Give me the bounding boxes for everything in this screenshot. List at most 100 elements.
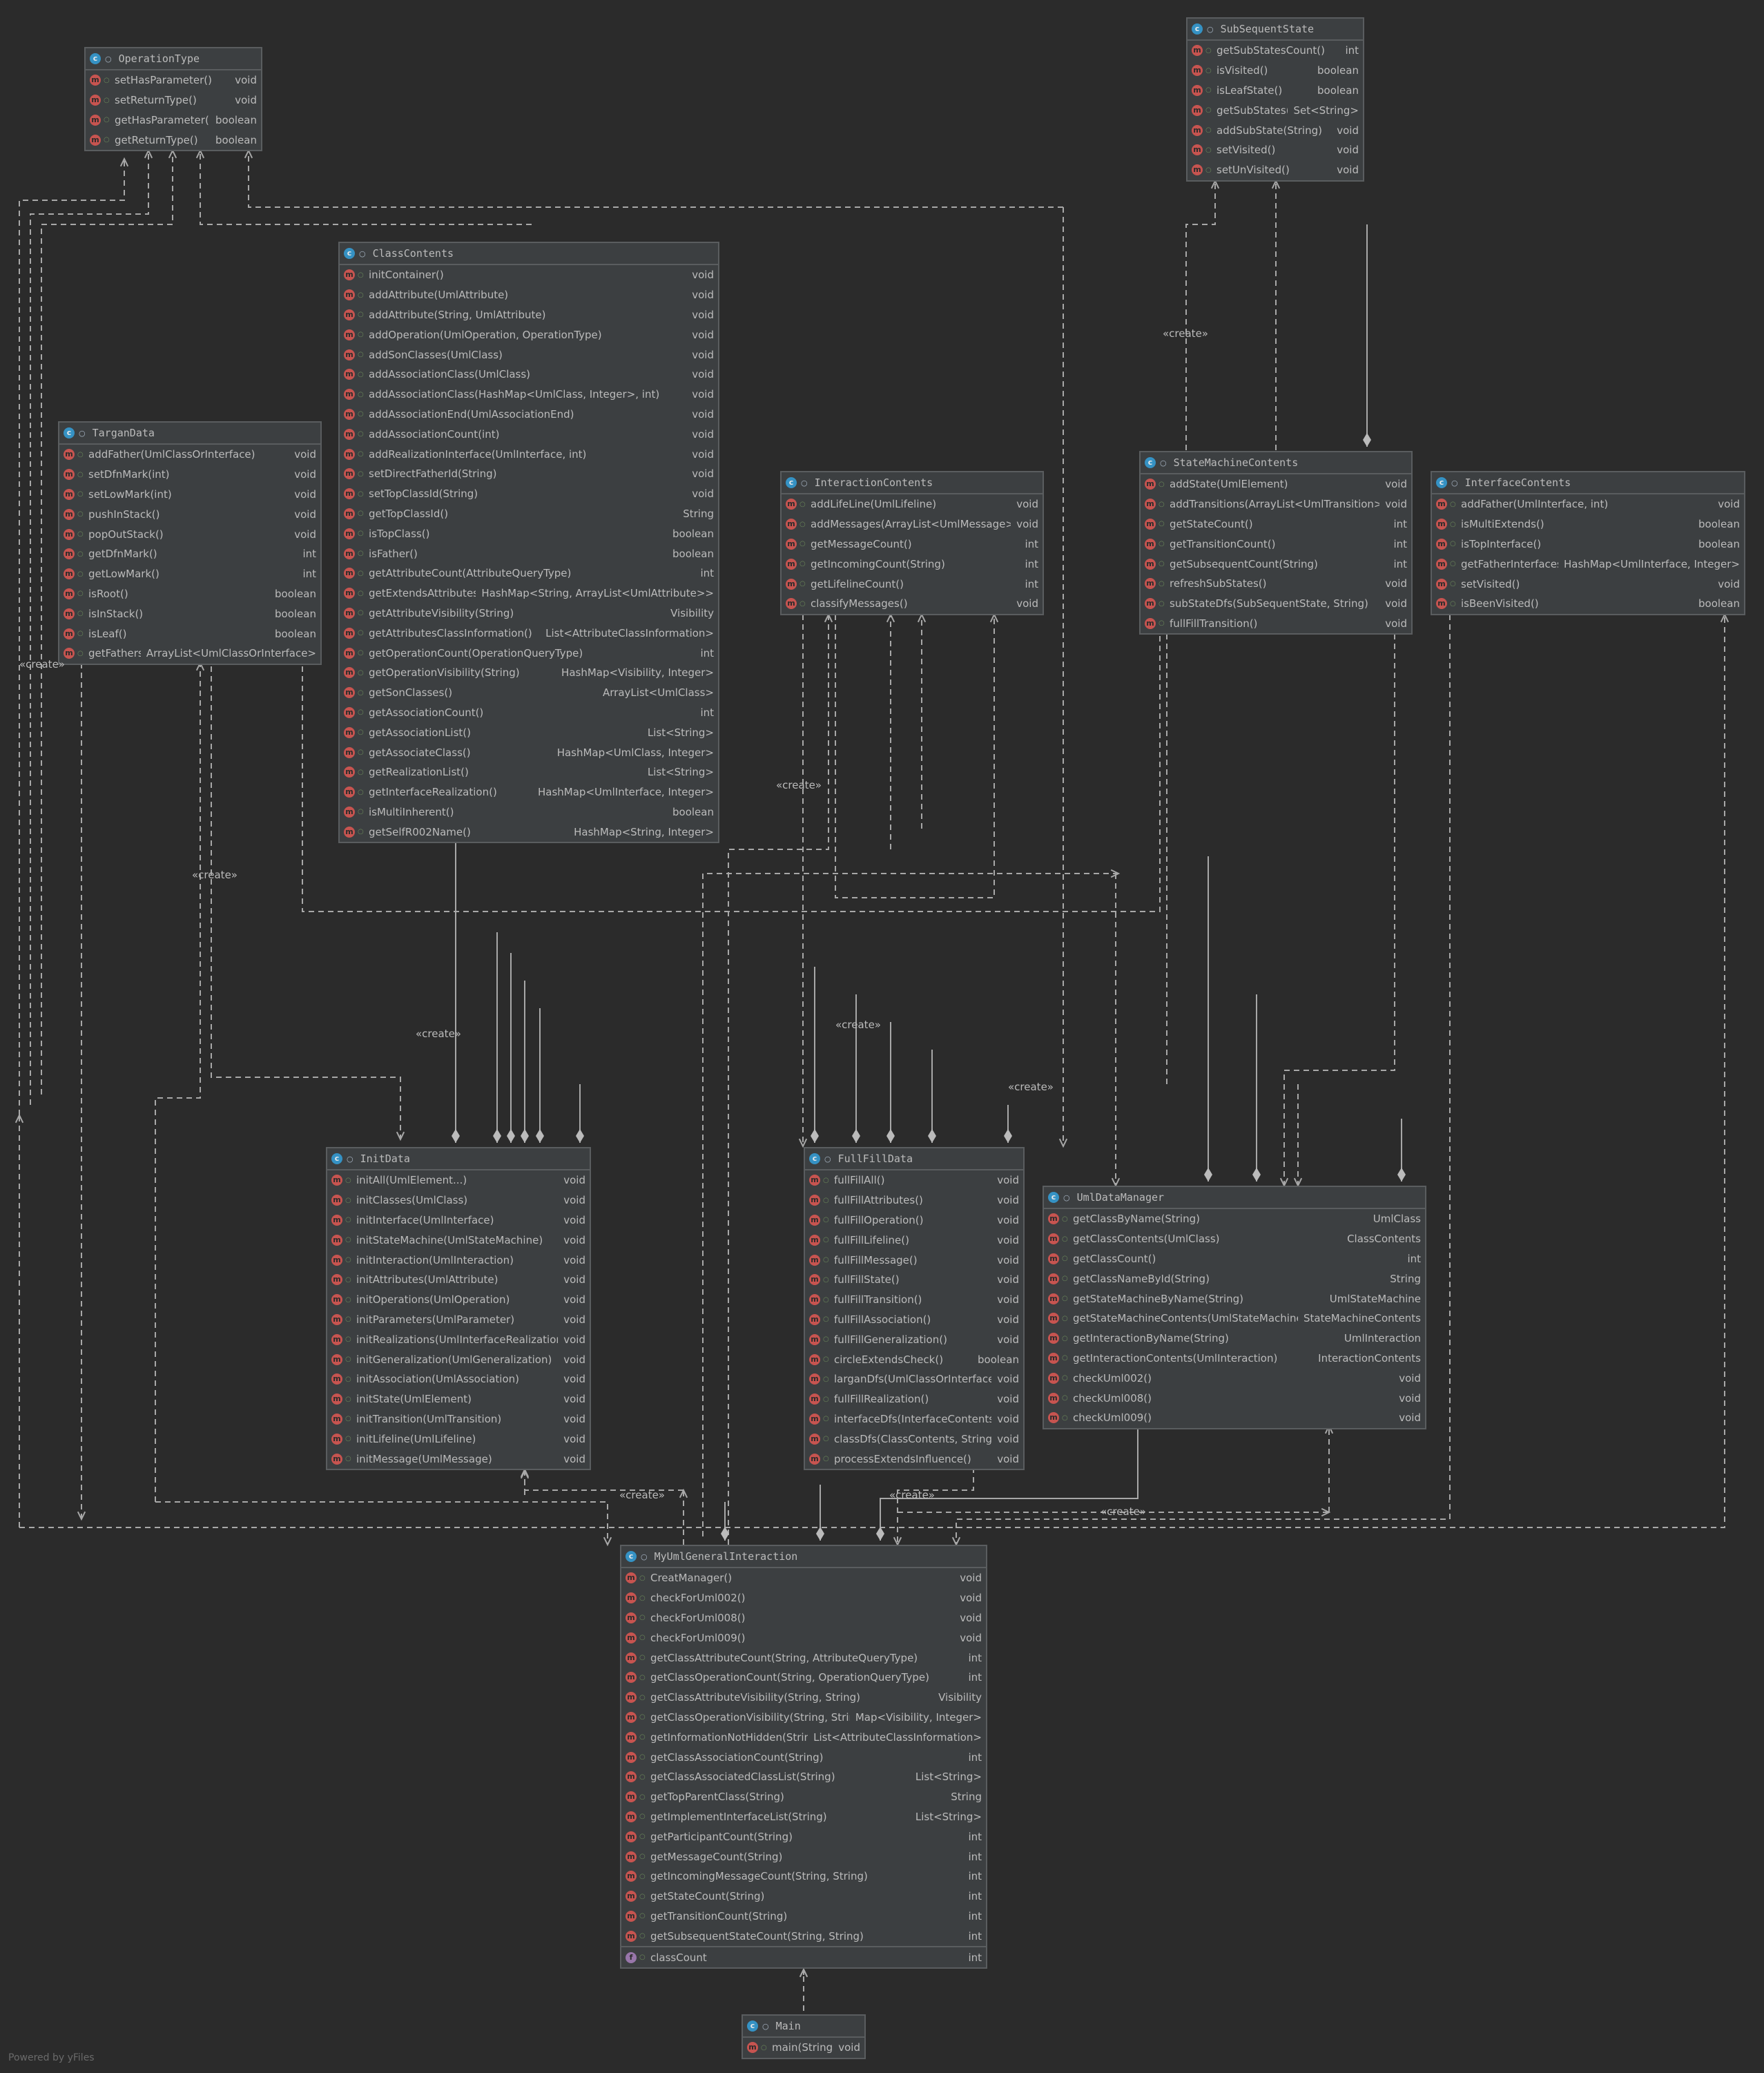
method-row[interactable]: m○isLeafState()boolean (1188, 81, 1363, 101)
method-row[interactable]: m○getClassContents(UmlClass)ClassContent… (1044, 1229, 1425, 1249)
method-row[interactable]: m○isLeaf()boolean (59, 624, 320, 644)
method-row[interactable]: m○isRoot()boolean (59, 584, 320, 604)
method-row[interactable]: m○addRealizationInterface(UmlInterface, … (340, 444, 718, 464)
class-header[interactable]: c○FullFillData (805, 1148, 1023, 1170)
method-row[interactable]: m○setTopClassId(String)void (340, 484, 718, 504)
method-row[interactable]: m○getClassCount()int (1044, 1249, 1425, 1269)
method-row[interactable]: m○fullFillLifeline()void (805, 1230, 1023, 1250)
method-row[interactable]: m○popOutStack()void (59, 524, 320, 544)
method-row[interactable]: m○refreshSubStates()void (1141, 574, 1411, 594)
method-row[interactable]: m○getStateMachineContents(UmlStateMachin… (1044, 1309, 1425, 1329)
method-row[interactable]: m○fullFillAll()void (805, 1170, 1023, 1190)
method-row[interactable]: m○addAttribute(UmlAttribute)void (340, 285, 718, 305)
class-header[interactable]: c○StateMachineContents (1141, 452, 1411, 474)
method-row[interactable]: m○classifyMessages()void (782, 594, 1043, 614)
method-row[interactable]: m○fullFillOperation()void (805, 1211, 1023, 1231)
method-row[interactable]: m○isBeenVisited()boolean (1432, 594, 1744, 614)
method-row[interactable]: m○circleExtendsCheck()boolean (805, 1349, 1023, 1369)
method-row[interactable]: m○checkUml002()void (1044, 1368, 1425, 1388)
method-row[interactable]: m○addAssociationCount(int)void (340, 424, 718, 444)
method-row[interactable]: m○getIncomingCount(String)int (782, 554, 1043, 574)
method-row[interactable]: m○main(String[])void (743, 2038, 864, 2058)
method-row[interactable]: m○addOperation(UmlOperation, OperationTy… (340, 325, 718, 345)
method-row[interactable]: m○initAssociation(UmlAssociation)void (327, 1369, 590, 1389)
method-row[interactable]: m○getFathers()ArrayList<UmlClassOrInterf… (59, 644, 320, 664)
method-row[interactable]: m○getSubStates()Set<String> (1188, 100, 1363, 120)
method-row[interactable]: m○fullFillTransition()void (805, 1290, 1023, 1310)
method-row[interactable]: m○getSelfR002Name()HashMap<String, Integ… (340, 822, 718, 842)
method-row[interactable]: m○pushInStack()void (59, 504, 320, 524)
method-row[interactable]: m○getClassByName(String)UmlClass (1044, 1209, 1425, 1229)
method-row[interactable]: m○classDfs(ClassContents, String)void (805, 1429, 1023, 1449)
method-row[interactable]: m○getInteractionContents(UmlInteraction)… (1044, 1349, 1425, 1369)
method-row[interactable]: m○setUnVisited()void (1188, 160, 1363, 180)
method-row[interactable]: m○initAll(UmlElement...)void (327, 1170, 590, 1190)
method-row[interactable]: m○larganDfs(UmlClassOrInterface)void (805, 1369, 1023, 1389)
method-row[interactable]: m○getClassNameById(String)String (1044, 1269, 1425, 1289)
method-row[interactable]: m○interfaceDfs(InterfaceContents)void (805, 1409, 1023, 1429)
class-header[interactable]: c○MyUmlGeneralInteraction (621, 1546, 986, 1568)
method-row[interactable]: m○getTransitionCount()int (1141, 534, 1411, 554)
method-row[interactable]: m○getClassOperationCount(String, Operati… (621, 1668, 986, 1688)
method-row[interactable]: m○getOperationCount(OperationQueryType)i… (340, 643, 718, 663)
method-row[interactable]: m○isInStack()boolean (59, 604, 320, 624)
class-header[interactable]: c○SubSequentState (1188, 19, 1363, 41)
method-row[interactable]: m○getLifelineCount()int (782, 574, 1043, 594)
class-header[interactable]: c○InteractionContents (782, 472, 1043, 494)
method-row[interactable]: m○initState(UmlElement)void (327, 1389, 590, 1409)
method-row[interactable]: m○initTransition(UmlTransition)void (327, 1409, 590, 1429)
method-row[interactable]: m○getClassOperationVisibility(String, St… (621, 1708, 986, 1728)
method-row[interactable]: m○addFather(UmlClassOrInterface)void (59, 445, 320, 465)
method-row[interactable]: m○checkForUml009()void (621, 1628, 986, 1648)
method-row[interactable]: m○getClassAttributeVisibility(String, St… (621, 1688, 986, 1708)
method-row[interactable]: m○getSubsequentCount(String)int (1141, 554, 1411, 574)
method-row[interactable]: m○getSubStatesCount()int (1188, 41, 1363, 61)
method-row[interactable]: m○processExtendsInfluence()void (805, 1449, 1023, 1469)
method-row[interactable]: m○setVisited()void (1188, 140, 1363, 160)
method-row[interactable]: m○addLifeLine(UmlLifeline)void (782, 494, 1043, 514)
method-row[interactable]: m○getHasParameter()boolean (86, 110, 261, 131)
class-header[interactable]: c○TarganData (59, 423, 320, 445)
method-row[interactable]: m○addSonClasses(UmlClass)void (340, 345, 718, 365)
method-row[interactable]: m○fullFillTransition()void (1141, 614, 1411, 634)
method-row[interactable]: m○getTransitionCount(String)int (621, 1907, 986, 1927)
class-header[interactable]: c○OperationType (86, 48, 261, 70)
method-row[interactable]: m○getFatherInterfaces()HashMap<UmlInterf… (1432, 554, 1744, 574)
method-row[interactable]: m○subStateDfs(SubSequentState, String)vo… (1141, 594, 1411, 614)
method-row[interactable]: m○initRealizations(UmlInterfaceRealizati… (327, 1329, 590, 1349)
class-header[interactable]: c○ClassContents (340, 243, 718, 265)
method-row[interactable]: m○getClassAttributeCount(String, Attribu… (621, 1648, 986, 1668)
method-row[interactable]: m○getParticipantCount(String)int (621, 1826, 986, 1847)
method-row[interactable]: m○isFather()boolean (340, 543, 718, 563)
method-row[interactable]: m○setDfnMark(int)void (59, 465, 320, 485)
method-row[interactable]: m○getOperationVisibility(String)HashMap<… (340, 663, 718, 683)
method-row[interactable]: m○getReturnType()boolean (86, 130, 261, 150)
method-row[interactable]: m○getInterfaceRealization()HashMap<UmlIn… (340, 782, 718, 802)
method-row[interactable]: m○initLifeline(UmlLifeline)void (327, 1429, 590, 1449)
method-row[interactable]: m○getIncomingMessageCount(String, String… (621, 1867, 986, 1887)
method-row[interactable]: m○initInterface(UmlInterface)void (327, 1211, 590, 1231)
method-row[interactable]: m○initInteraction(UmlInteraction)void (327, 1250, 590, 1270)
class-header[interactable]: c○InitData (327, 1148, 590, 1170)
method-row[interactable]: m○setVisited()void (1432, 574, 1744, 594)
method-row[interactable]: m○fullFillAssociation()void (805, 1310, 1023, 1330)
method-row[interactable]: m○addAttribute(String, UmlAttribute)void (340, 305, 718, 325)
method-row[interactable]: m○getTopParentClass(String)String (621, 1787, 986, 1807)
method-row[interactable]: m○initOperations(UmlOperation)void (327, 1290, 590, 1310)
method-row[interactable]: m○getImplementInterfaceList(String)List<… (621, 1807, 986, 1827)
method-row[interactable]: m○checkForUml002()void (621, 1588, 986, 1608)
method-row[interactable]: m○getAttributeCount(AttributeQueryType)i… (340, 563, 718, 584)
method-row[interactable]: m○addAssociationClass(UmlClass)void (340, 365, 718, 385)
method-row[interactable]: m○fullFillRealization()void (805, 1389, 1023, 1409)
method-row[interactable]: m○getMessageCount(String)int (621, 1847, 986, 1867)
method-row[interactable]: m○addAssociationEnd(UmlAssociationEnd)vo… (340, 405, 718, 425)
